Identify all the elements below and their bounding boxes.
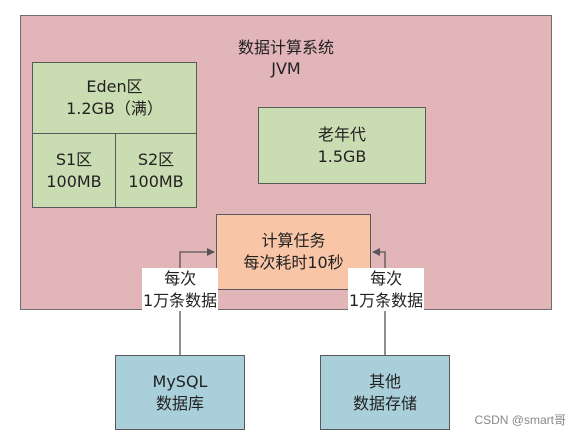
compute-task-box: 计算任务 每次耗时10秒 [216,214,371,290]
mysql-database-box: MySQL 数据库 [115,355,245,430]
task-duration: 每次耗时10秒 [243,253,344,272]
left-flow-label: 每次 1万条数据 [142,268,219,312]
right-flow-label: 每次 1万条数据 [348,268,425,312]
left-flow-arrow [179,248,215,355]
old-gen-name: 老年代 [317,124,366,144]
s2-region: S2区 100MB [115,133,197,208]
jvm-title: 数据计算系统 JVM [20,38,552,80]
right-flow-line2: 1万条数据 [349,290,424,310]
left-flow-line1: 每次 [164,269,197,288]
s1-region: S1区 100MB [32,133,116,208]
eden-region: Eden区 1.2GB（满） [32,62,197,134]
mysql-type: 数据库 [155,393,204,413]
old-generation-region: 老年代 1.5GB [258,107,426,184]
mysql-name: MySQL [152,371,208,391]
jvm-subtitle: JVM [271,58,301,78]
s1-detail: 100MB [46,171,102,191]
s2-detail: 100MB [128,171,184,191]
task-title: 计算任务 [261,231,326,251]
s2-name: S2区 [137,149,175,169]
old-gen-detail: 1.5GB [317,146,367,166]
right-flow-line1: 每次 [370,269,403,288]
left-flow-line2: 1万条数据 [143,290,218,310]
right-flow-arrow [372,248,386,355]
s1-name: S1区 [55,149,93,169]
eden-detail: 1.2GB（满） [66,99,163,118]
csdn-watermark: CSDN @smart哥 [474,413,566,427]
jvm-title-line: 数据计算系统 [237,38,334,57]
other-type: 数据存储 [352,393,417,413]
other-storage-box: 其他 数据存储 [320,355,450,430]
other-name: 其他 [368,371,401,391]
eden-name: Eden区 [86,77,143,97]
